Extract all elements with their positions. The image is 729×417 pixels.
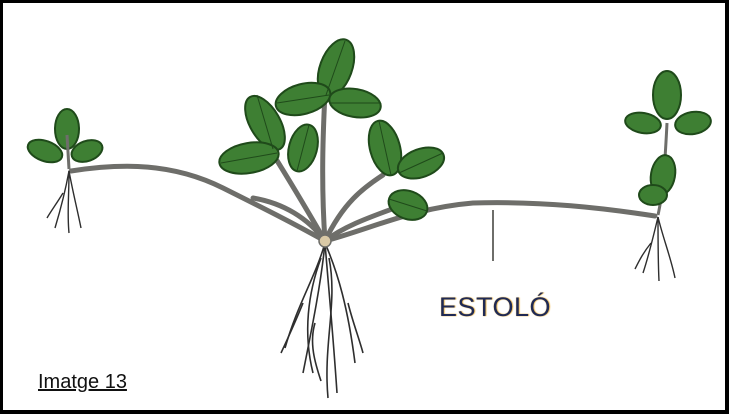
stolon-right (325, 203, 655, 241)
left-daughter-plant (25, 109, 106, 233)
right-daughter-plant (624, 71, 713, 281)
plant-illustration (3, 3, 729, 417)
figure-caption: Imatge 13 (38, 371, 127, 394)
central-roots (281, 243, 363, 398)
stolon-label: ESTOLÓ (439, 292, 551, 323)
central-crown (319, 235, 331, 247)
